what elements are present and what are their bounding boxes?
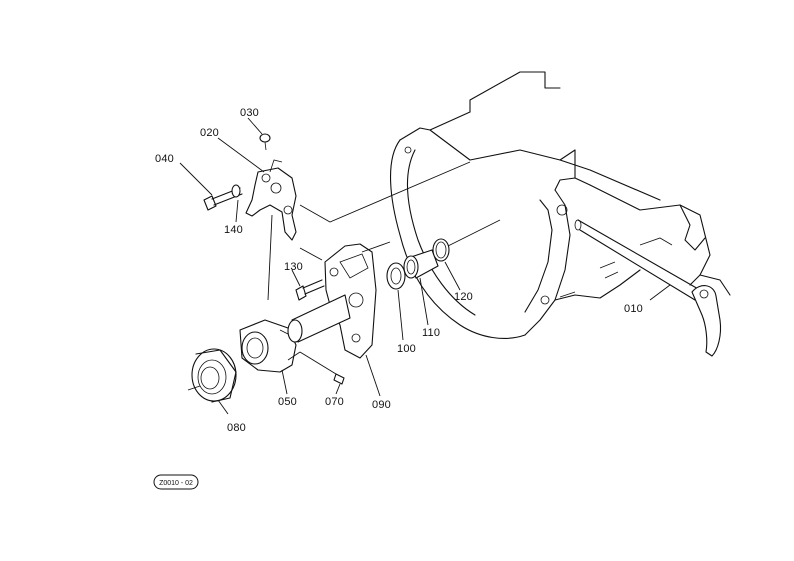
label-120: 120 bbox=[454, 291, 473, 303]
part-030-pin bbox=[259, 133, 271, 151]
part-120-circlip bbox=[432, 238, 450, 262]
label-140: 140 bbox=[224, 224, 243, 236]
figure-reference-text: Z0010 - 02 bbox=[159, 480, 193, 487]
part-number-labels: 030 020 040 140 130 120 010 110 100 050 … bbox=[155, 107, 643, 434]
figure-reference-badge: Z0010 - 02 bbox=[153, 474, 199, 490]
transmission-housing bbox=[389, 71, 731, 339]
part-130-bolt bbox=[295, 279, 325, 301]
label-130: 130 bbox=[284, 261, 303, 273]
label-020: 020 bbox=[200, 127, 219, 139]
leader-lines bbox=[179, 117, 671, 415]
part-090-bearing-guide bbox=[287, 243, 377, 359]
label-050: 050 bbox=[278, 396, 297, 408]
label-010: 010 bbox=[624, 303, 643, 315]
label-040: 040 bbox=[155, 153, 174, 165]
part-110-bushing bbox=[403, 249, 439, 279]
part-010-release-shaft bbox=[574, 219, 722, 357]
part-020-release-fork bbox=[245, 159, 297, 241]
part-080-bearing bbox=[191, 348, 237, 403]
label-080: 080 bbox=[227, 422, 246, 434]
part-100-oil-seal bbox=[386, 262, 406, 290]
part-070-pin bbox=[333, 373, 345, 385]
label-100: 100 bbox=[397, 343, 416, 355]
label-110: 110 bbox=[422, 327, 440, 339]
label-070: 070 bbox=[325, 396, 344, 408]
part-050-release-hub bbox=[239, 319, 301, 373]
label-030: 030 bbox=[240, 107, 259, 119]
label-090: 090 bbox=[372, 399, 391, 411]
part-140-washer bbox=[231, 184, 241, 198]
